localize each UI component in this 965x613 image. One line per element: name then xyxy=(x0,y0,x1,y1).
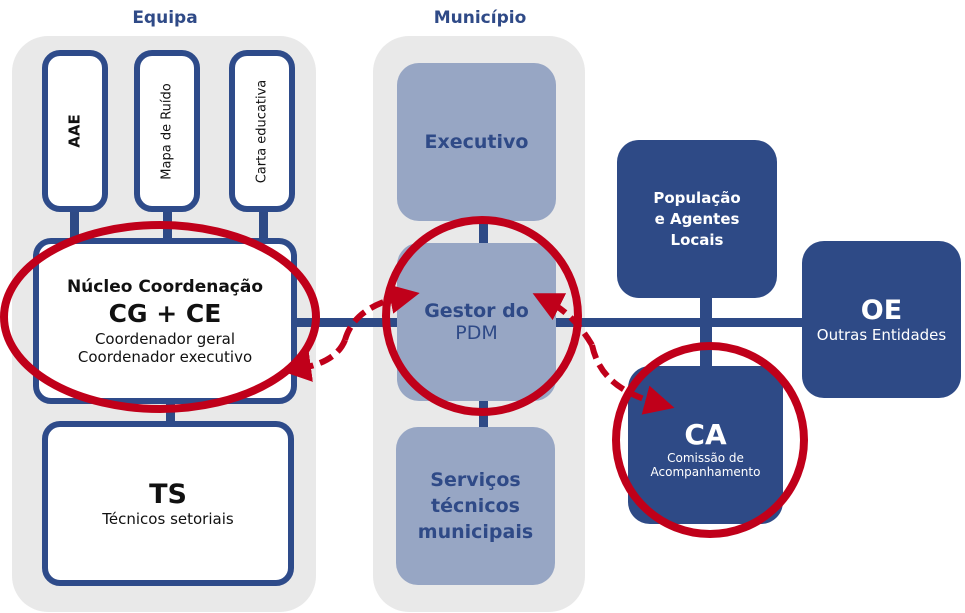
oe-subtitle: Outras Entidades xyxy=(816,326,947,344)
gestor-line2: PDM xyxy=(455,322,498,344)
servicos-line1: Serviços xyxy=(430,469,521,491)
box-executivo[interactable]: Executivo xyxy=(397,63,556,221)
box-mapa-ruido[interactable]: Mapa de Ruído xyxy=(134,50,200,212)
highlight-circle-gestor xyxy=(382,216,582,416)
nucleo-title: Núcleo Coordenação xyxy=(66,276,264,297)
servicos-line3: municipais xyxy=(417,521,534,543)
box-nucleo-coordenacao[interactable]: Núcleo Coordenação CG + CE Coordenador g… xyxy=(33,238,297,404)
ts-acronym: TS xyxy=(149,479,187,510)
box-gestor-pdm[interactable]: Gestor do PDM xyxy=(397,243,556,401)
box-ts[interactable]: TS Técnicos setoriais xyxy=(42,421,294,586)
oe-acronym: OE xyxy=(860,295,903,326)
box-servicos-tecnicos[interactable]: Serviços técnicos municipais xyxy=(396,427,555,585)
nucleo-line1: Coordenador geral xyxy=(94,329,236,348)
servicos-line2: técnicos xyxy=(431,495,520,517)
arrow-gestor-to-nucleo xyxy=(281,338,348,382)
highlight-ellipse-nucleo xyxy=(0,221,320,413)
populacao-line2: e Agentes xyxy=(654,209,740,228)
ca-line2: Acompanhamento xyxy=(650,464,761,479)
ca-line1: Comissão de xyxy=(667,450,744,465)
populacao-line3: Locais xyxy=(670,230,724,249)
nucleo-acronym: CG + CE xyxy=(108,298,222,328)
connector-populacao-ca xyxy=(700,280,712,380)
connector-horizontal-right xyxy=(700,318,810,327)
arrow-gestor-to-ca xyxy=(589,344,675,415)
arrow-ca-to-gestor xyxy=(532,293,595,347)
executivo-label: Executivo xyxy=(424,131,529,153)
box-carta-educativa[interactable]: Carta educativa xyxy=(229,50,295,212)
connector-carta xyxy=(259,205,268,245)
ts-subtitle: Técnicos setoriais xyxy=(102,510,234,528)
connector-ts xyxy=(166,398,175,428)
connector-aae xyxy=(70,205,79,245)
gestor-line1: Gestor do xyxy=(424,300,529,322)
arrow-nucleo-to-gestor xyxy=(342,284,420,341)
nucleo-line2: Coordenador executivo xyxy=(77,347,253,366)
populacao-line1: População xyxy=(653,188,741,207)
highlight-circle-ca xyxy=(612,342,808,538)
group-title-equipa: Equipa xyxy=(132,8,198,28)
box-oe[interactable]: OE Outras Entidades xyxy=(802,241,961,398)
connector-executivo xyxy=(479,215,488,245)
ca-acronym: CA xyxy=(684,417,727,451)
group-title-municipio: Município xyxy=(433,8,527,28)
box-aae[interactable]: AAE xyxy=(42,50,108,212)
box-populacao[interactable]: População e Agentes Locais xyxy=(617,140,777,298)
